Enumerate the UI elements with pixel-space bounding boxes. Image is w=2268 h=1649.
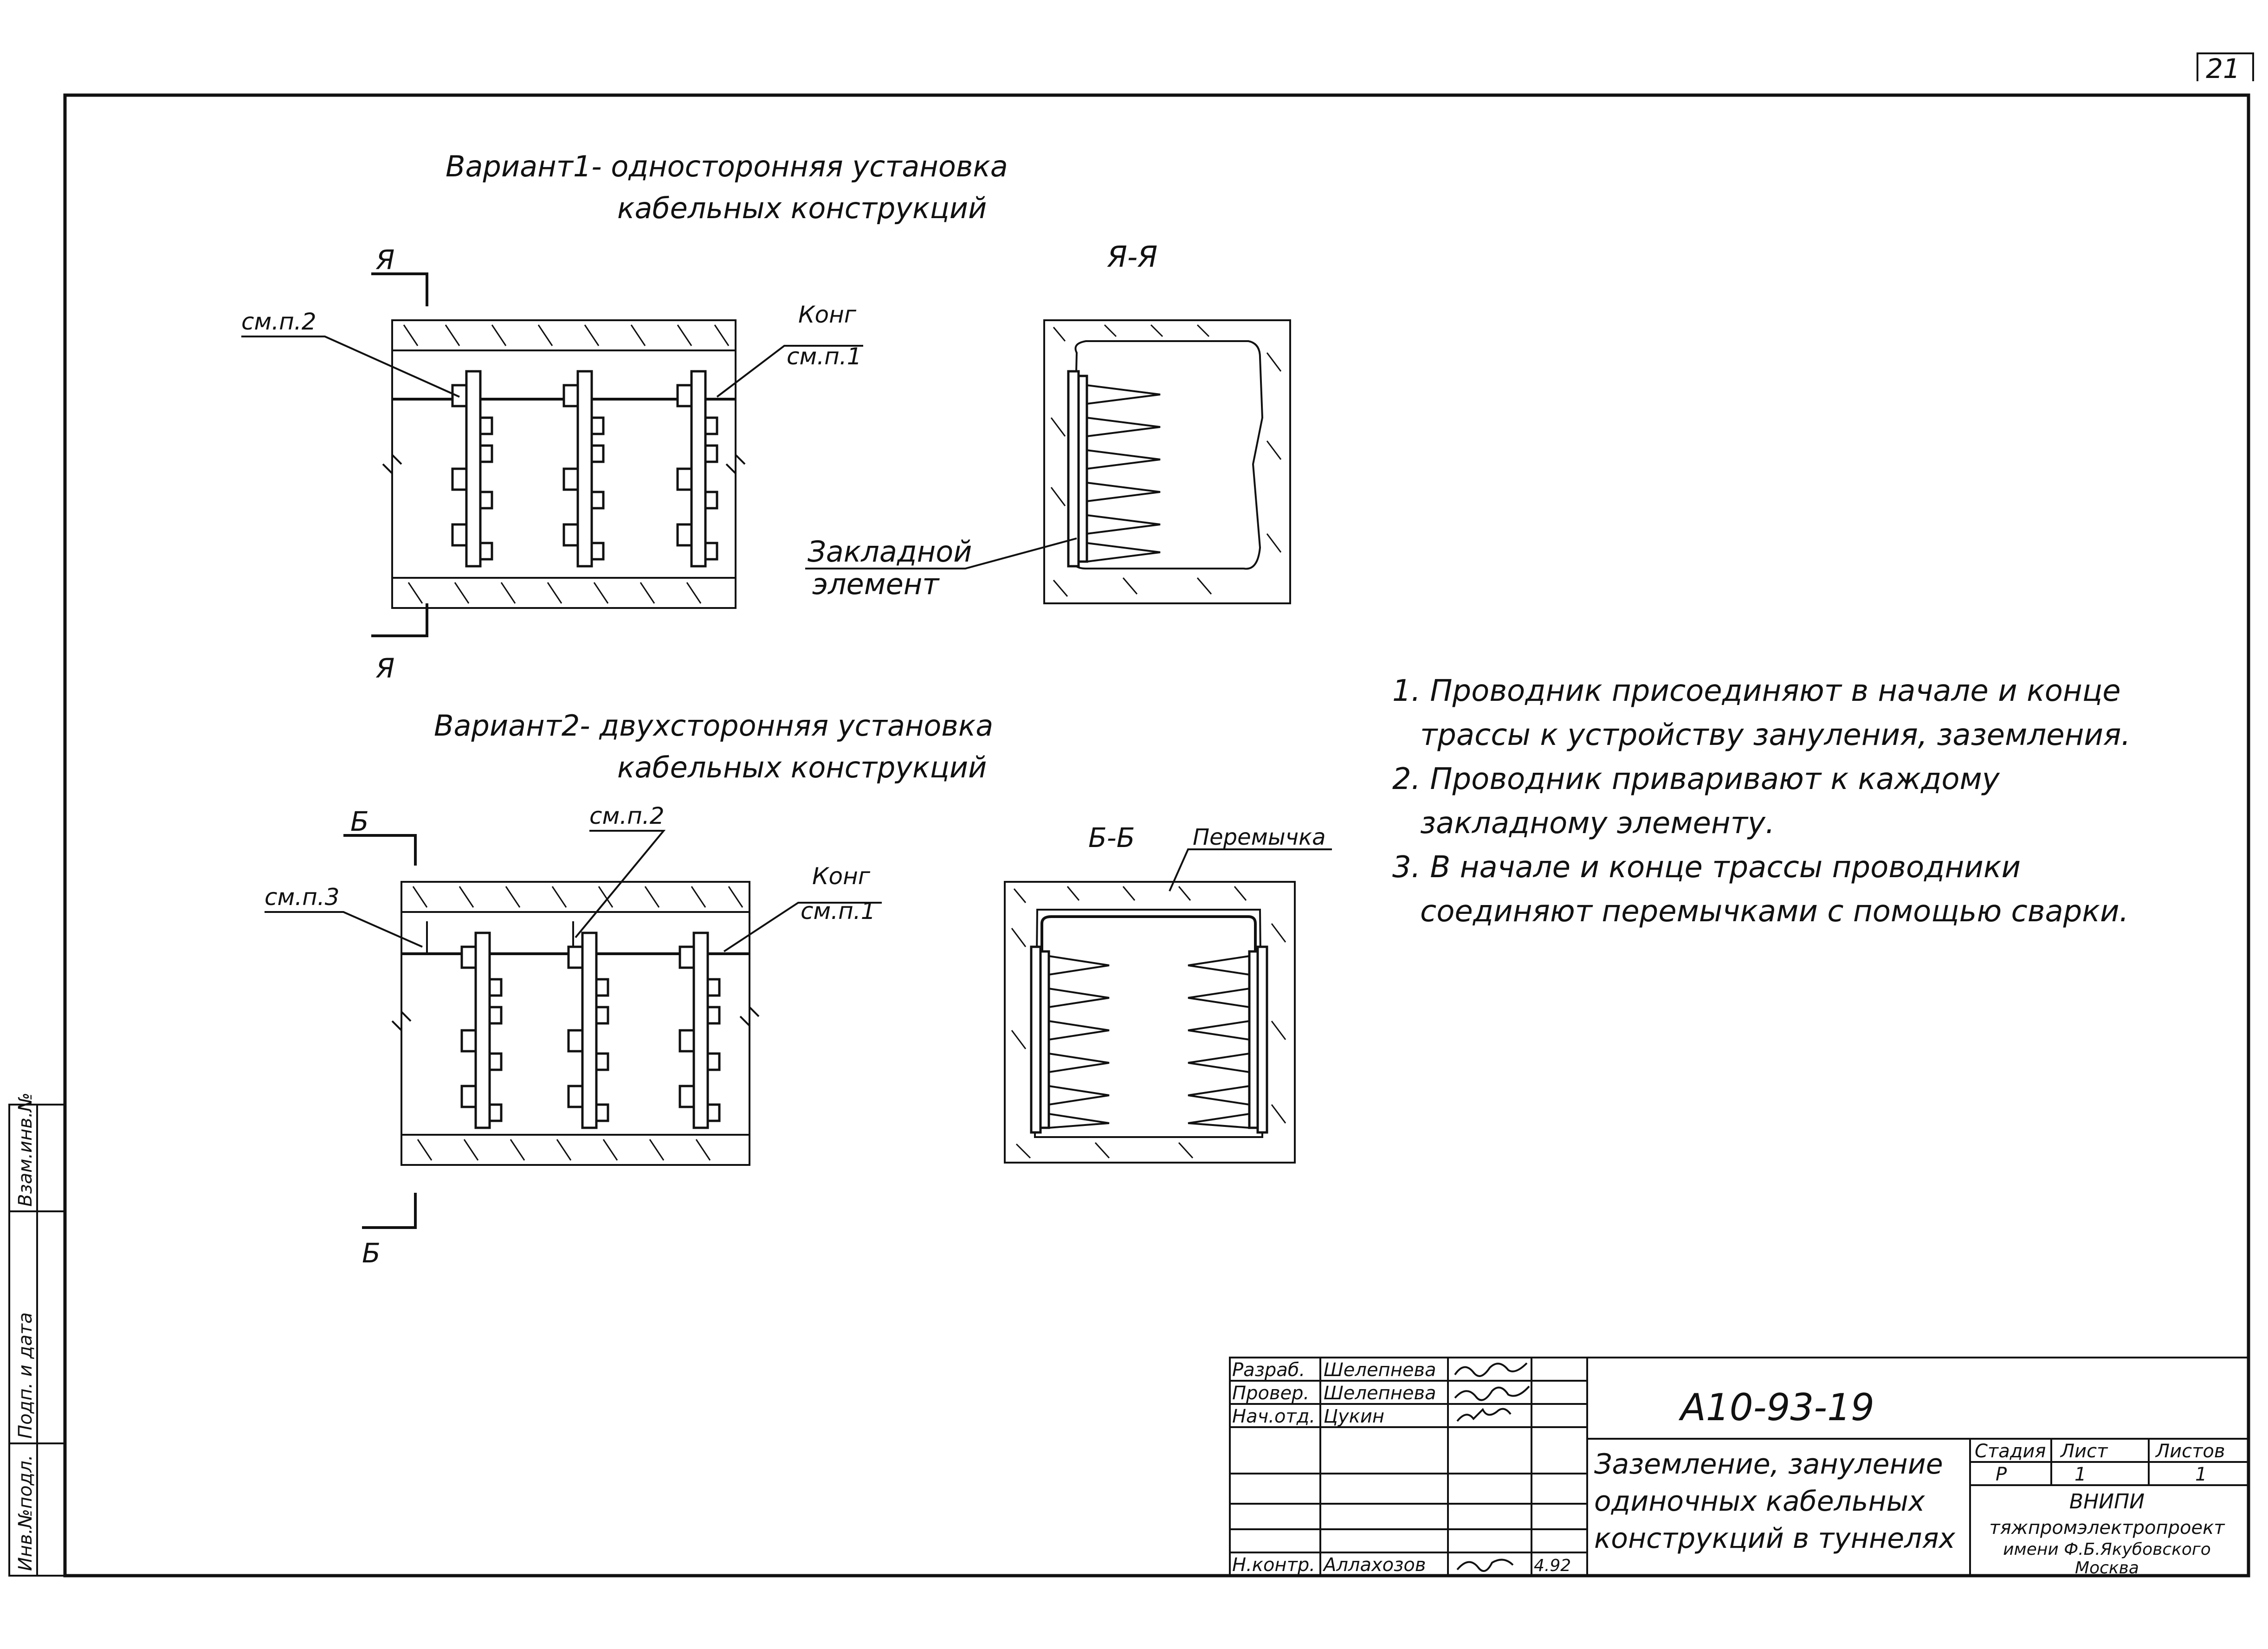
tb-org-line1: ВНИПИ <box>2069 1490 2145 1513</box>
tb-role-3: Нач.отд. <box>1232 1406 1315 1427</box>
variant1-section-mark-bottom: Я <box>375 653 394 684</box>
tb-role-1: Разраб. <box>1232 1359 1305 1381</box>
drawing-frame <box>63 93 2250 1578</box>
variant1-cable-rack-1 <box>451 370 493 568</box>
variant1-cable-rack-3 <box>676 370 718 568</box>
tb-sheet: 1 <box>2074 1464 2086 1485</box>
tb-name-1: Шелепнева <box>1324 1359 1436 1381</box>
sheet-number: 21 <box>2206 53 2240 84</box>
variant2-section-mark-bottom: Б <box>362 1237 381 1269</box>
tb-role-2: Провер. <box>1232 1383 1309 1404</box>
note-1-line2: трассы к устройству зануления, заземлени… <box>1420 718 2131 752</box>
note-3-line1: 3. В начале и конце трассы проводники <box>1392 850 2021 885</box>
note-1-line1: 1. Проводник присоединяют в начале и кон… <box>1392 674 2121 708</box>
variant2-ref-left: см.п.3 <box>265 884 340 911</box>
tb-stage: Р <box>1996 1464 2007 1485</box>
tb-title-line1: Заземление, зануление <box>1594 1448 1943 1481</box>
side-stamp-replace: Взам.инв.№ <box>15 1093 36 1207</box>
tb-stage-header: Стадия <box>1975 1441 2046 1462</box>
variant2-ref-right: см.п.1 <box>801 898 876 925</box>
tb-doc-code: А10-93-19 <box>1678 1386 1874 1429</box>
tb-sheet-header: Лист <box>2060 1441 2108 1462</box>
variant1-ref-right: см.п.1 <box>787 343 862 370</box>
title-block: Разраб. Шелепнева Провер. Шелепнева Нач.… <box>1229 1357 2249 1578</box>
variant1-ref-right-top: Конг <box>798 301 857 328</box>
tb-org-line4: Москва <box>2075 1558 2139 1578</box>
tb-title-line3: конструкций в туннелях <box>1594 1522 1956 1555</box>
tb-org-line2: тяжпромэлектропроект <box>1989 1517 2225 1539</box>
variant1-section-mark-top: Я <box>375 244 394 276</box>
variant2-plan: Б Б <box>265 802 882 1269</box>
note-3-line2: соединяют перемычками с помощью сварки. <box>1420 894 2129 929</box>
note-2-line1: 2. Проводник приваривают к каждому <box>1392 762 2000 796</box>
variant2-ref-top: см.п.2 <box>589 802 665 829</box>
variant1-embedded-line1: Закладной <box>808 535 972 569</box>
variant2-cable-rack-1 <box>460 931 503 1129</box>
variant1-ref-left: см.п.2 <box>241 308 317 335</box>
variant2-section: Б-Б Перемычка <box>1004 822 1332 1164</box>
sheet-number-box: 21 <box>2197 52 2254 84</box>
tb-sheets: 1 <box>2195 1464 2207 1485</box>
variant1-plan: Я Я <box>241 244 863 684</box>
variant2-title-line1: Вариант2- двухсторонняя установка <box>434 709 993 743</box>
variant2-ref-right-top: Конг <box>812 863 871 890</box>
variant1-section: Я-Я Закладной элемент <box>805 240 1291 604</box>
side-stamp-sign: Подп. и дата <box>15 1313 36 1439</box>
variant2-cable-rack-3 <box>678 931 721 1129</box>
variant1-title-line1: Вариант1- односторонняя установка <box>446 149 1008 183</box>
variant1-title: Вариант1- односторонняя установка кабель… <box>446 149 1008 225</box>
variant2-cable-rack-2 <box>567 931 609 1129</box>
tb-name-3: Цукин <box>1324 1406 1384 1427</box>
variant2-section-mark-top: Б <box>350 806 369 837</box>
tb-sheets-header: Листов <box>2155 1441 2225 1462</box>
variant2-jumper-label: Перемычка <box>1193 824 1326 850</box>
tb-name-7: Аллахозов <box>1322 1554 1426 1576</box>
variant2-title-line2: кабельных конструкций <box>617 750 987 784</box>
variant2-section-label: Б-Б <box>1088 822 1135 854</box>
variant1-section-label: Я-Я <box>1107 240 1158 274</box>
side-stamp: Инв.№подл. Подп. и дата Взам.инв.№ <box>8 1093 66 1577</box>
signatures <box>1454 1362 1530 1572</box>
notes: 1. Проводник присоединяют в начале и кон… <box>1392 674 2131 929</box>
variant1-cable-rack-2 <box>562 370 605 568</box>
tb-org-line3: имени Ф.Б.Якубовского <box>2003 1540 2211 1559</box>
side-stamp-inv: Инв.№подл. <box>15 1455 36 1571</box>
variant1-embedded-line2: элемент <box>812 567 940 601</box>
variant1-title-line2: кабельных конструкций <box>617 191 987 225</box>
variant2-title: Вариант2- двухсторонняя установка кабель… <box>434 709 993 784</box>
tb-date-last: 4.92 <box>1534 1556 1571 1575</box>
note-2-line2: закладному элементу. <box>1420 806 1775 841</box>
tb-role-7: Н.контр. <box>1232 1554 1315 1576</box>
tb-title-line2: одиночных кабельных <box>1594 1485 1925 1518</box>
tb-name-2: Шелепнева <box>1324 1383 1436 1404</box>
